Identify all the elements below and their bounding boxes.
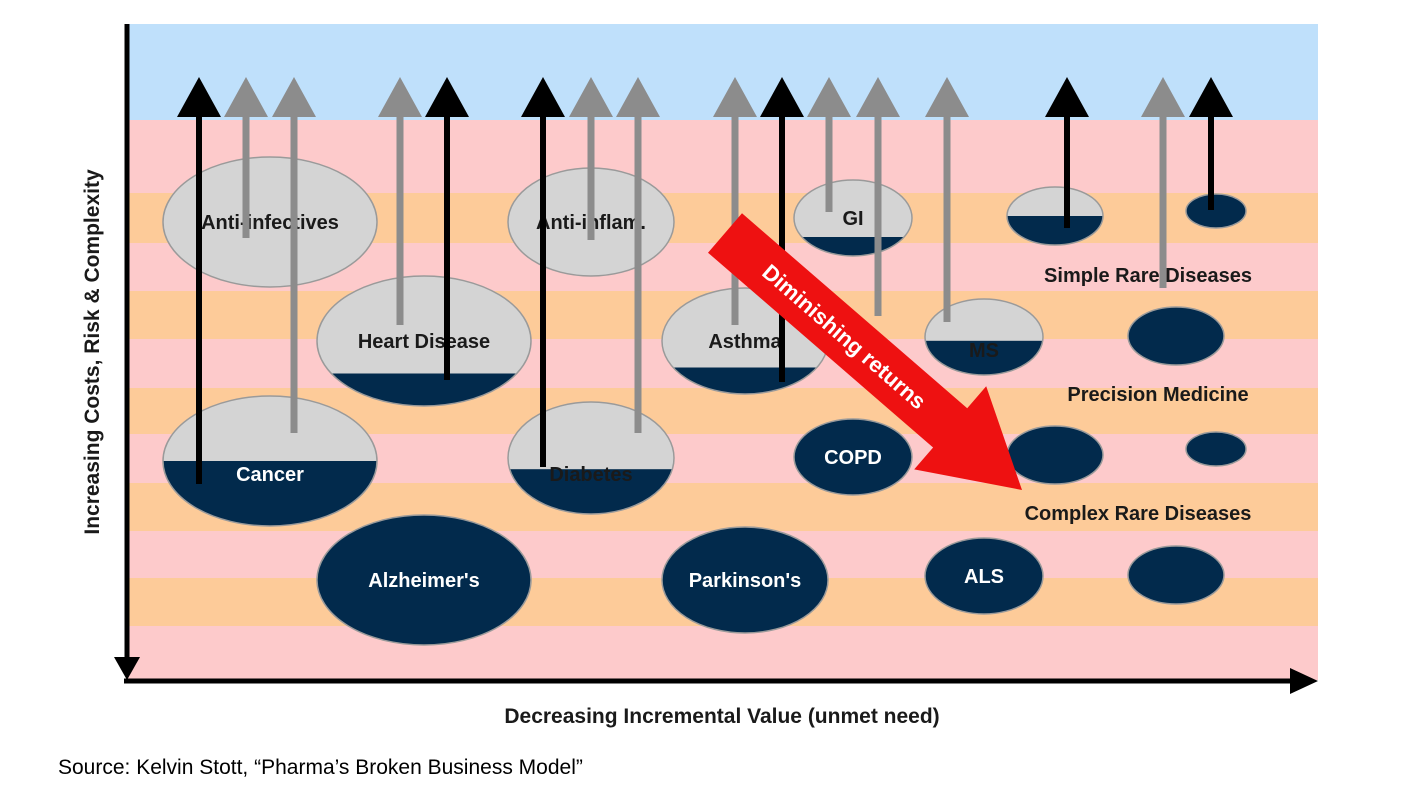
gray-arrow [856,77,900,316]
bubble-diabetes: Diabetes [507,401,675,515]
gray-arrow [272,77,316,433]
bubble-outline [661,526,829,634]
bubble-anti-infectives: Anti-infectives [162,156,378,288]
bubble-unlabeled-14 [1006,425,1104,485]
bubble-outline [793,418,913,496]
gray-arrow [925,77,969,322]
bubble-met-need [1186,194,1246,228]
bubble-label: MS [969,340,999,362]
x-axis-label: Decreasing Incremental Value (unmet need… [504,705,939,728]
cost-arrows [177,77,1233,484]
bubble-outline [924,298,1044,376]
bubble-label: Parkinson's [689,570,802,592]
black-arrow [521,77,565,467]
bubble-unlabeled-16 [1185,193,1247,229]
gray-arrow [224,77,268,238]
group-label-simple-rare-diseases: Simple Rare Diseases [1044,265,1252,287]
bubble-unlabeled-13 [1127,306,1225,366]
bubble-met-need [1128,307,1224,365]
bubble-label: ALS [964,566,1004,588]
y-axis-arrowhead [114,657,140,680]
bubble-met-need [925,538,1043,614]
bubble-outline [793,179,913,257]
bubble-ms: MS [924,298,1044,376]
red-arrow-shape [708,213,1022,491]
gray-arrow [616,77,660,433]
bubble-unlabeled-15 [1127,545,1225,605]
black-arrow [1045,77,1089,228]
gray-arrow [1141,77,1185,288]
bubble-outline [162,395,378,527]
bubble-met-need [794,419,912,495]
gray-arrow [569,77,613,240]
bubble-outline [1127,545,1225,605]
gray-arrow [378,77,422,325]
bubble-gi: GI [793,179,913,257]
source-citation: Source: Kelvin Stott, “Pharma’s Broken B… [58,756,583,779]
bubble-outline [1127,306,1225,366]
group-label-complex-rare-diseases: Complex Rare Diseases [1025,503,1252,525]
bubble-met-need [1007,426,1103,484]
bubble-copd: COPD [793,418,913,496]
axes: Decreasing Incremental Value (unmet need… [81,24,1318,728]
bubble-met-need [317,515,531,645]
group-label-precision-medicine: Precision Medicine [1067,384,1248,406]
bubble-outline [924,537,1044,615]
bubble-label: Anti-infectives [201,212,339,234]
gray-arrow [713,77,757,325]
bubble-outline [1006,186,1104,246]
y-axis-label: Increasing Costs, Risk & Complexity [81,169,104,535]
bubble-label: GI [842,208,863,230]
bubble-met-need [1128,546,1224,604]
bubble-met-need [1186,432,1246,466]
bubble-outline [316,275,532,407]
bubble-outline [316,514,532,646]
bubble-label: Cancer [236,464,304,486]
gray-arrow [807,77,851,212]
bubble-outline [1185,431,1247,467]
black-arrow [760,77,804,382]
bubble-label: COPD [824,447,882,469]
bubble-label: Alzheimer's [368,570,479,592]
bubble-outline [162,156,378,288]
black-arrow [425,77,469,380]
black-arrow [177,77,221,484]
bubble-met-need [662,527,828,633]
bubble-body [163,157,377,287]
x-axis-arrowhead [1290,668,1318,694]
bubble-outline [1185,193,1247,229]
bubble-unlabeled-17 [1185,431,1247,467]
bubble-alzheimer-s: Alzheimer's [316,514,532,646]
bubble-label: Heart Disease [358,331,490,353]
black-arrow [1189,77,1233,210]
bubble-label: Diabetes [549,464,632,486]
bubble-parkinson-s: Parkinson's [661,526,829,634]
bubble-outline [507,401,675,515]
bubble-label: Asthma [708,331,782,353]
bubble-als: ALS [924,537,1044,615]
